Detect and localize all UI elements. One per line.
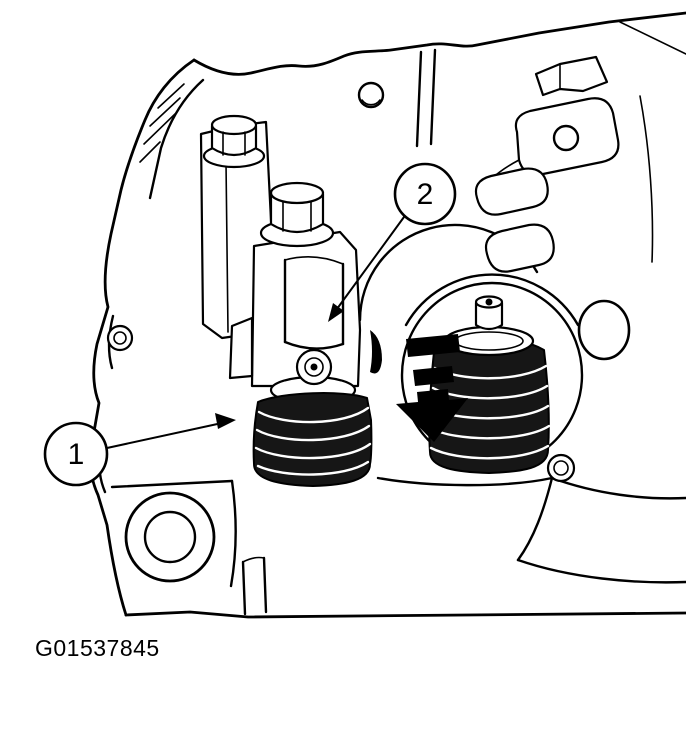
hex-bolt-rear <box>202 114 266 169</box>
lifter-notch-top <box>284 256 344 265</box>
pocket-step-upper <box>550 476 686 500</box>
pocket-front-edge <box>376 476 554 487</box>
bolt-hex-top <box>269 181 325 205</box>
hatch-lines <box>139 21 686 163</box>
shadow-crescent <box>370 330 382 374</box>
callout-1-arrowhead <box>215 413 236 429</box>
callout-1-circle <box>43 421 109 487</box>
callout-2-circle <box>393 162 457 226</box>
callout-2-arrowhead <box>328 303 344 322</box>
left-pocket-wall <box>229 479 237 588</box>
arrow-dash-1 <box>406 334 460 357</box>
callout-2-leader <box>333 216 405 314</box>
pocket-step-side <box>516 476 554 562</box>
floor-ribs <box>241 556 268 616</box>
hex-bolt-front <box>259 181 335 248</box>
boss-lower <box>484 223 555 273</box>
mount-bracket <box>534 55 609 97</box>
valve-spring-front <box>252 392 373 487</box>
arrow-dash-2 <box>413 366 454 386</box>
stem-inner-ring <box>304 357 324 377</box>
mount-lobe-hole <box>552 124 580 152</box>
threaded-hole-left <box>106 324 134 352</box>
callout-1: 1 <box>43 413 236 487</box>
spring-bore-rim <box>404 273 580 327</box>
bolt-hole <box>357 81 385 109</box>
bolt-hex-top <box>210 114 258 136</box>
threaded-hole-left-inner <box>113 331 127 345</box>
side-bore-hole <box>577 299 631 361</box>
rear-stem-center <box>485 298 493 306</box>
pocket-step-lower <box>516 558 686 584</box>
valve-lifter-body <box>228 230 362 388</box>
bolt-hex-facets <box>282 201 312 232</box>
casting-bottom-edge <box>124 610 686 619</box>
threaded-hole-right-inner <box>553 460 569 476</box>
callout-1-number: 1 <box>68 438 85 471</box>
floor-rib-top <box>242 556 265 563</box>
rib-line <box>429 48 437 146</box>
stem-center-dot <box>310 363 318 371</box>
casting-bosses <box>474 167 555 273</box>
threaded-hole-right <box>546 453 576 483</box>
figure-id: G01537845 <box>35 635 160 661</box>
large-port-inner <box>143 510 197 564</box>
casting-left-edge <box>89 58 196 617</box>
bolt-hole-shade <box>361 99 381 106</box>
bolt-hex-facets <box>222 131 246 156</box>
callout-1-leader <box>106 422 223 449</box>
callout-2-number: 2 <box>417 178 434 211</box>
boss-upper <box>474 167 549 216</box>
lifter-notch-bottom <box>283 340 345 350</box>
down-arrow-icon <box>396 334 468 442</box>
casting-top-edge <box>192 11 686 76</box>
right-contour-line <box>639 95 654 263</box>
arrow-head <box>396 389 468 442</box>
rib-line <box>415 50 423 148</box>
casting-floor-details <box>106 299 686 616</box>
pedestal-edge-line <box>225 161 229 333</box>
left-pocket-edge <box>110 479 234 489</box>
mount-lobe <box>514 97 620 176</box>
valve-stem-tip <box>295 348 333 386</box>
large-port-hole <box>124 491 216 583</box>
lifter-side-step <box>228 316 254 380</box>
cylinder-head-casting <box>89 11 686 619</box>
valve-spring-rear <box>428 295 551 474</box>
callout-2: 2 <box>328 162 457 322</box>
